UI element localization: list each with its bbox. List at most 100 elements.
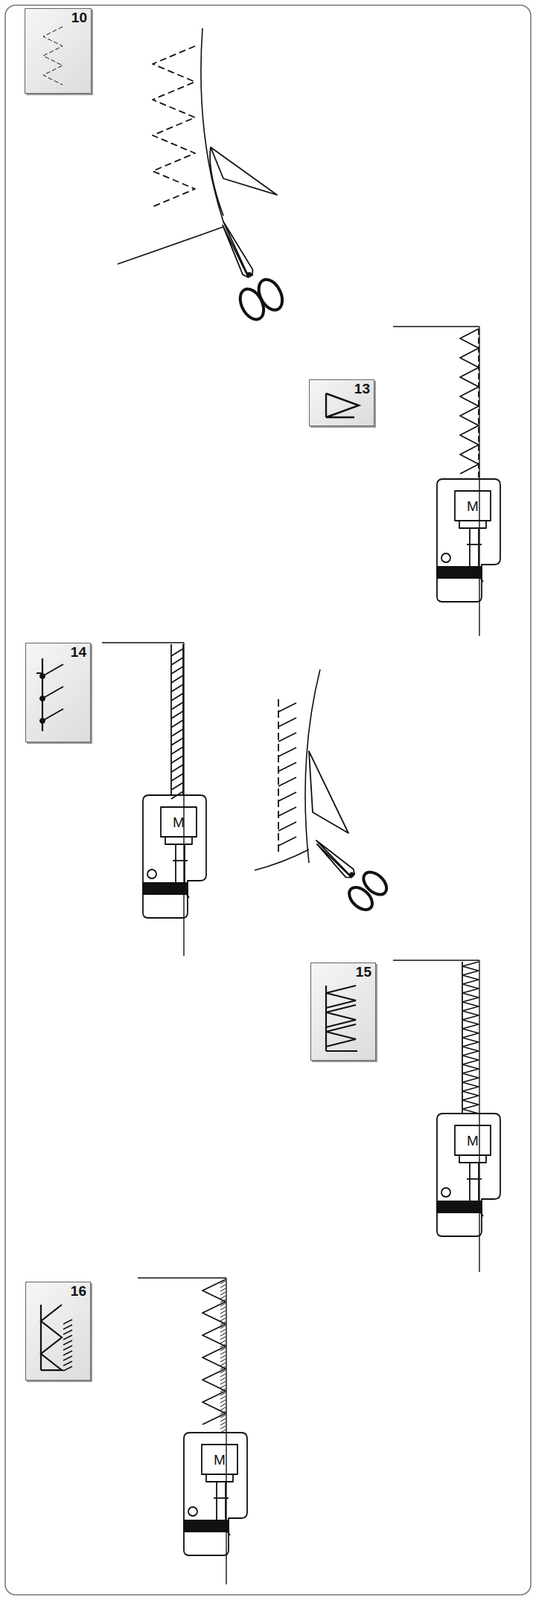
pattern-number: 10 bbox=[71, 10, 88, 25]
stitch-icon: 16 bbox=[25, 1282, 91, 1382]
stitch-line bbox=[171, 693, 184, 702]
foot-shank bbox=[469, 1163, 471, 1203]
hatch bbox=[220, 1356, 226, 1360]
hatch bbox=[220, 1389, 226, 1393]
stroke bbox=[326, 393, 359, 418]
stitch-icon: 14 bbox=[25, 643, 91, 743]
hatch bbox=[220, 1386, 226, 1390]
stitch-line bbox=[171, 765, 184, 773]
stitch-line bbox=[171, 711, 184, 720]
stitch-line bbox=[278, 807, 297, 817]
hatch bbox=[220, 1285, 226, 1289]
stroke bbox=[221, 219, 255, 277]
stitch-line bbox=[171, 792, 184, 800]
foot-body bbox=[436, 1114, 501, 1238]
pattern-number: 15 bbox=[355, 965, 372, 980]
stroke bbox=[218, 225, 250, 280]
stroke bbox=[36, 672, 43, 675]
stroke bbox=[63, 1351, 73, 1357]
fabric-edge bbox=[101, 642, 184, 644]
stroke bbox=[40, 1305, 42, 1372]
stitch-line bbox=[460, 329, 479, 475]
hatch bbox=[220, 1352, 226, 1356]
presser-foot bbox=[183, 1433, 248, 1557]
stroke bbox=[63, 1341, 73, 1346]
presser-foot bbox=[142, 795, 207, 919]
foot-letter: M bbox=[466, 499, 479, 514]
foot-plate bbox=[206, 1475, 234, 1483]
hatch bbox=[220, 1382, 226, 1386]
stroke bbox=[42, 687, 64, 700]
stitch-line bbox=[171, 684, 184, 693]
fabric-edge bbox=[478, 961, 480, 1273]
hatch bbox=[220, 1337, 226, 1341]
hatch bbox=[220, 1293, 226, 1297]
foot-plate bbox=[160, 807, 197, 838]
fabric-flap bbox=[308, 751, 349, 834]
hatch bbox=[220, 1322, 226, 1326]
hatch bbox=[220, 1397, 226, 1401]
stitch-icon: 10 bbox=[24, 8, 92, 94]
stroke bbox=[63, 1346, 73, 1352]
stroke bbox=[359, 868, 391, 901]
stitch-line bbox=[278, 718, 297, 728]
foot-screw bbox=[147, 870, 157, 880]
stroke bbox=[63, 1325, 73, 1331]
hatch bbox=[220, 1326, 226, 1330]
hatch bbox=[220, 1371, 226, 1375]
pattern-number: 13 bbox=[354, 381, 370, 397]
thread bbox=[474, 567, 484, 583]
hatch bbox=[220, 1419, 226, 1423]
hatch bbox=[220, 1393, 226, 1397]
foot-plate bbox=[459, 521, 487, 529]
stroke bbox=[326, 1051, 358, 1053]
stitch-line bbox=[462, 962, 479, 1115]
stroke bbox=[63, 1336, 73, 1341]
stitch-line bbox=[171, 783, 184, 791]
hatch bbox=[220, 1311, 226, 1315]
stitch-line bbox=[171, 738, 184, 746]
foot-shank bbox=[215, 1482, 218, 1522]
stitch-line bbox=[152, 46, 196, 207]
stroke bbox=[326, 986, 356, 1009]
hatch bbox=[220, 1367, 226, 1371]
hatch bbox=[220, 1319, 226, 1323]
foot-screw bbox=[441, 1188, 451, 1198]
fabric-edge bbox=[393, 326, 480, 327]
presser-foot bbox=[436, 1114, 501, 1238]
stroke bbox=[40, 1305, 62, 1372]
foot-letter: M bbox=[172, 815, 185, 831]
scissors bbox=[302, 828, 391, 915]
hatch bbox=[220, 1415, 226, 1419]
stitch-line bbox=[477, 329, 480, 480]
stitch-line bbox=[202, 1280, 226, 1426]
hatch bbox=[220, 1423, 226, 1427]
stitch-line bbox=[171, 658, 184, 666]
thread bbox=[221, 1521, 231, 1537]
hatch bbox=[220, 1404, 226, 1408]
stitch-line bbox=[171, 720, 184, 729]
foot-plate bbox=[165, 837, 193, 845]
fabric-edge bbox=[393, 960, 480, 962]
stroke bbox=[325, 986, 327, 1052]
stroke bbox=[345, 883, 377, 915]
stitch-line bbox=[278, 733, 297, 743]
fabric-edge bbox=[201, 28, 224, 222]
stitch-line bbox=[171, 667, 184, 675]
fabric-edge bbox=[478, 326, 480, 637]
thread bbox=[180, 883, 190, 899]
scissors bbox=[203, 212, 288, 324]
stroke bbox=[349, 872, 355, 878]
hatch bbox=[220, 1289, 226, 1293]
foot-plate bbox=[454, 491, 491, 522]
hatch bbox=[220, 1348, 226, 1352]
foot-body bbox=[183, 1433, 248, 1557]
foot-shank bbox=[172, 860, 188, 863]
stroke bbox=[325, 393, 327, 418]
fabric-edge bbox=[137, 1278, 227, 1279]
stroke bbox=[63, 1362, 73, 1367]
stitch-icon: 13 bbox=[308, 379, 375, 427]
stitch-line bbox=[171, 675, 184, 684]
stroke bbox=[63, 1357, 73, 1362]
fabric-edge bbox=[117, 227, 224, 265]
